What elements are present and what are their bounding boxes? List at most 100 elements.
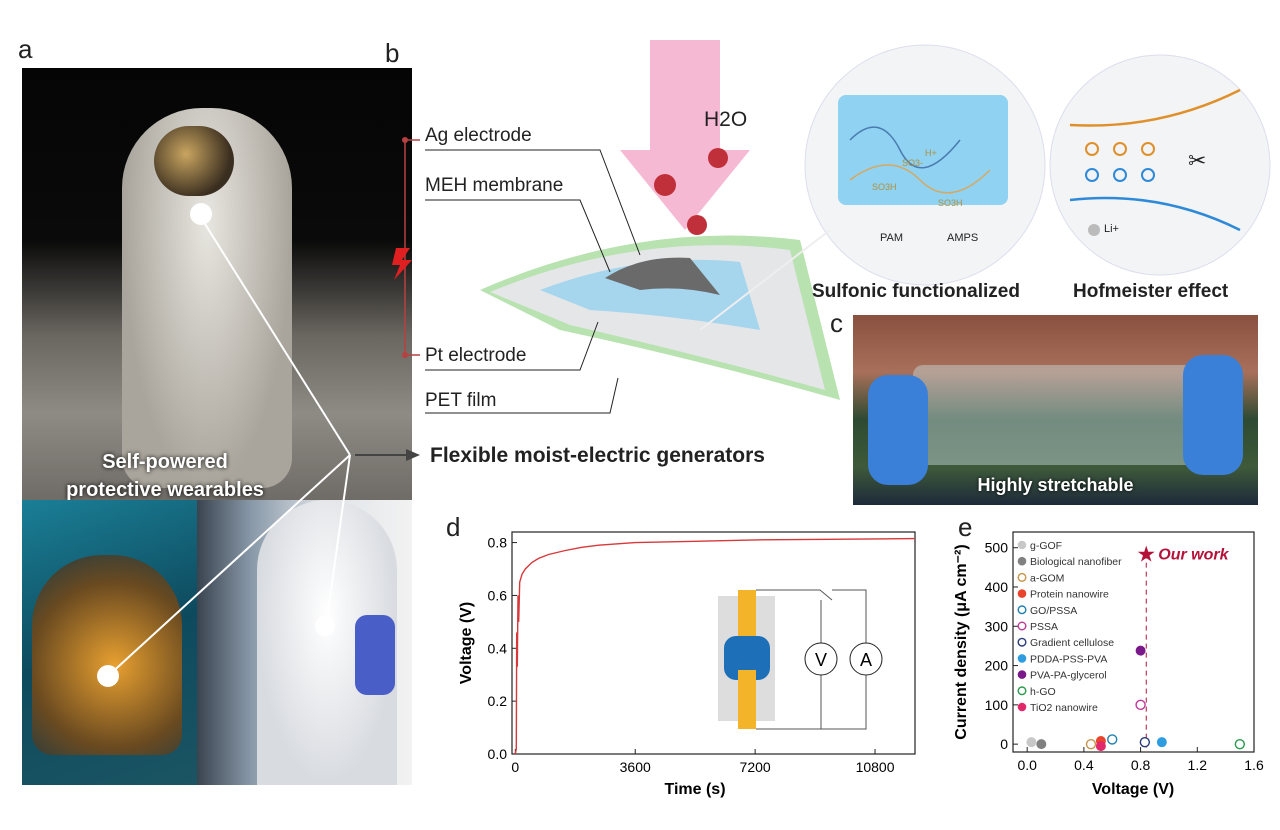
pam-legend: PAM (880, 232, 904, 244)
x-tick-label: 1.2 (1188, 757, 1208, 773)
legend-marker (1017, 540, 1027, 550)
data-point (1139, 736, 1151, 748)
legend-marker (1017, 556, 1027, 566)
plot-frame (1012, 531, 1255, 753)
circuit-inset: V A (718, 589, 883, 730)
data-point (1085, 738, 1097, 750)
lightning-icon (392, 248, 412, 280)
pet-film-label: PET film (425, 390, 497, 411)
legend-label: Protein nanowire (1030, 589, 1109, 601)
leader-pt (425, 321, 599, 371)
water-arrow-icon (620, 40, 750, 230)
panel-label-c: c (830, 308, 843, 338)
data-point (1026, 737, 1037, 748)
ag-electrode-label: Ag electrode (425, 125, 532, 146)
y-axis-label: Voltage (V) (458, 602, 475, 684)
water-molecule-icon (708, 148, 728, 168)
so3-minus-label: SO3- (902, 158, 924, 168)
y-tick-label: 200 (985, 658, 1009, 674)
stretchable-caption: Highly stretchable (977, 475, 1134, 495)
meh-membrane-label: MEH membrane (425, 175, 564, 196)
legend-label: Gradient cellulose (1030, 637, 1114, 649)
data-point (1135, 645, 1146, 656)
right-glove (1183, 355, 1243, 475)
water-label: H2O (704, 108, 748, 131)
pointer-line (107, 454, 351, 677)
legend-label: a-GOM (1030, 572, 1064, 584)
leader-ag (425, 149, 641, 256)
h-plus-label: H+ (925, 148, 937, 158)
li-legend: Li+ (1104, 223, 1119, 235)
helmet-visor (154, 126, 234, 196)
face-shield (32, 555, 182, 755)
panel-label-e: e (958, 512, 973, 542)
x-tick-label: 0.8 (1131, 757, 1151, 773)
legend-marker (1017, 637, 1027, 647)
stretched-membrane (913, 365, 1203, 465)
wearables-caption: Self-powered protective wearables (30, 448, 300, 500)
pointer-line (199, 215, 351, 456)
data-point (1234, 738, 1246, 750)
legend-marker (1017, 670, 1027, 679)
y-tick-label: 300 (985, 618, 1009, 634)
x-axis-label: Time (s) (664, 781, 725, 798)
caption-line-1: Self-powered (102, 451, 228, 473)
x-tick-label: 0.4 (1074, 757, 1094, 773)
leader-meh (425, 199, 611, 273)
y-tick-label: 0.0 (488, 746, 508, 762)
y-tick-label: 0.2 (488, 693, 508, 709)
legend-marker (1017, 589, 1027, 598)
voltmeter-label: V (815, 650, 827, 670)
scissors-icon: ✂ (1188, 148, 1206, 173)
pointer-dot (190, 203, 212, 225)
y-axis-label: Current density (μA cm⁻²) (953, 544, 970, 739)
helmet-worker-photo (22, 500, 197, 785)
panel-label-b: b (385, 38, 400, 68)
x-tick-label: 0 (511, 759, 519, 775)
membrane-block (724, 636, 770, 680)
legend-label: GO/PSSA (1030, 605, 1077, 617)
our-work-label: Our work (1158, 547, 1229, 564)
plot-frame (511, 531, 916, 755)
legend-label: Biological nanofiber (1030, 556, 1122, 568)
y-tick-label: 0.8 (488, 535, 508, 551)
y-tick-label: 500 (985, 540, 1009, 556)
our-work-star-icon: ★ (1136, 542, 1156, 567)
legend-label: h-GO (1030, 686, 1056, 698)
y-tick-label: 100 (985, 697, 1009, 713)
device-caption: Flexible moist-electric generators (430, 444, 765, 467)
legend-marker (1017, 605, 1027, 615)
ag-electrode (605, 257, 720, 295)
voltage-curve (514, 537, 916, 755)
x-tick-label: 0.0 (1017, 757, 1037, 773)
y-tick-label: 400 (985, 579, 1009, 595)
legend-marker (1017, 702, 1027, 712)
legend-label: PSSA (1030, 621, 1058, 633)
sulfonic-title: Sulfonic functionalized (812, 281, 1020, 302)
data-point (1107, 734, 1118, 745)
panel-label-d: d (446, 512, 461, 542)
x-tick-label: 10800 (856, 759, 895, 775)
legend-label: TiO2 nanowire (1030, 702, 1098, 714)
water-molecule-icon (687, 215, 707, 235)
legend-label: g-GOF (1030, 540, 1062, 552)
legend-marker (1017, 686, 1027, 696)
data-point (1036, 739, 1047, 750)
so3h-label: SO3H (938, 198, 963, 208)
amps-legend: AMPS (947, 232, 979, 244)
stretchable-photo: Highly stretchable (853, 315, 1258, 505)
data-point (1135, 699, 1146, 711)
protective-suit-photo (197, 500, 412, 785)
legend-marker (1017, 621, 1027, 631)
pointer-line (325, 454, 351, 627)
water-molecule-icon (654, 174, 676, 196)
pointer-dot (315, 616, 335, 636)
pam-chain (1069, 196, 1241, 232)
y-tick-label: 0.4 (488, 640, 508, 656)
data-point (1156, 737, 1167, 748)
leader-pet (425, 377, 619, 414)
amps-chain (1069, 88, 1241, 127)
